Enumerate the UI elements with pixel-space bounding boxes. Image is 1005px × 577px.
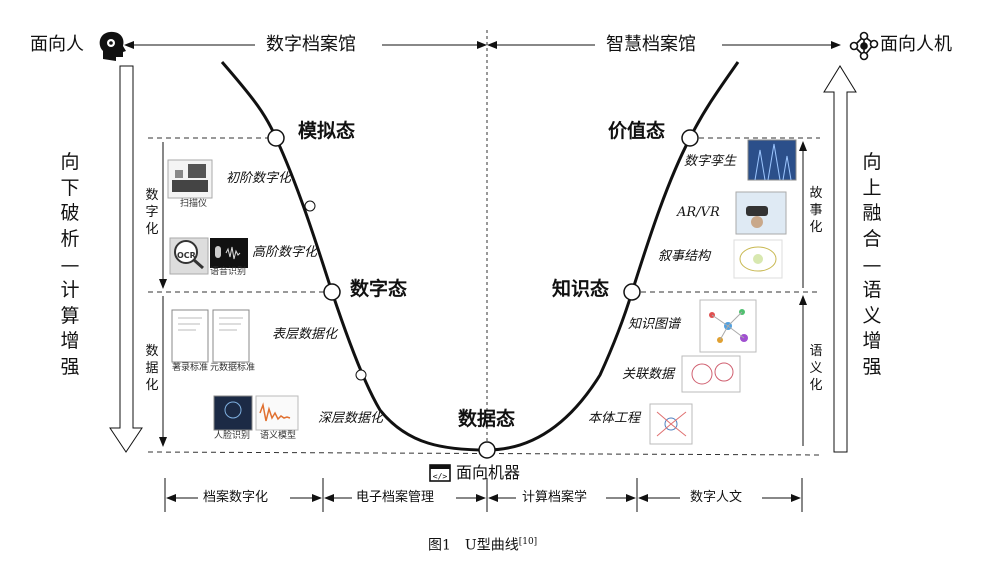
stage-initial-digitization: 初阶数字化 bbox=[226, 171, 292, 186]
stage-ontology: 本体工程 bbox=[588, 411, 641, 426]
bracket-datafication: 数据化 bbox=[145, 344, 159, 393]
ontology-image bbox=[649, 403, 693, 445]
caption-semantic-model: 语义模型 bbox=[260, 431, 297, 441]
segment-electronic-records: 电子档案管理 bbox=[356, 490, 435, 505]
stage-narrative: 叙事结构 bbox=[658, 249, 711, 264]
code-window-icon: </> bbox=[429, 464, 451, 482]
stage-digital-twin: 数字孪生 bbox=[684, 154, 737, 169]
digital-twin-image bbox=[747, 139, 797, 181]
bracket-semantic: 语义化 bbox=[809, 344, 823, 393]
state-digital: 数字态 bbox=[350, 278, 408, 300]
digital-node bbox=[323, 283, 341, 301]
right-audience-label: 面向人机 bbox=[880, 34, 952, 55]
knowledge-graph-image bbox=[699, 299, 757, 353]
segment-archive-digitization: 档案数字化 bbox=[203, 490, 269, 505]
caption-meta-standard: 元数据标准 bbox=[210, 363, 256, 373]
narrative-image bbox=[733, 239, 783, 279]
data-node bbox=[478, 441, 496, 459]
face-recognition-image bbox=[213, 395, 299, 431]
segment-digital-humanities: 数字人文 bbox=[690, 490, 743, 505]
machine-label: 面向机器 bbox=[456, 463, 521, 482]
knowledge-node bbox=[623, 283, 641, 301]
left-arrow-text: 向下破 析—计 算增强 bbox=[60, 151, 80, 379]
caption-speech: 语音识别 bbox=[210, 267, 247, 277]
right-section-title: 智慧档案馆 bbox=[606, 34, 696, 55]
bracket-storytelling: 故事化 bbox=[809, 186, 823, 235]
mid-node-left-lower bbox=[355, 369, 367, 381]
speech-image bbox=[210, 238, 248, 268]
left-section-title: 数字档案馆 bbox=[266, 34, 356, 55]
scanner-image bbox=[167, 159, 213, 199]
mid-node-left-upper bbox=[304, 200, 316, 212]
state-data: 数据态 bbox=[458, 408, 516, 430]
bracket-digitization: 数字化 bbox=[145, 188, 159, 237]
left-audience-label: 面向人 bbox=[30, 34, 84, 55]
value-node bbox=[681, 129, 699, 147]
caption-ocr: OCR bbox=[177, 251, 196, 260]
state-knowledge: 知识态 bbox=[552, 278, 610, 300]
ocr-image bbox=[169, 237, 209, 275]
analog-node bbox=[267, 129, 285, 147]
ar-vr-image bbox=[735, 191, 787, 235]
left-down-arrow bbox=[109, 65, 143, 453]
network-icon bbox=[849, 31, 879, 61]
caption-face-recognition: 人脸识别 bbox=[214, 431, 251, 441]
stage-linked-data: 关联数据 bbox=[622, 367, 675, 382]
metadata-doc-image bbox=[171, 309, 250, 363]
right-up-arrow bbox=[823, 65, 857, 453]
caption-scanner: 扫描仪 bbox=[180, 199, 208, 209]
state-value: 价值态 bbox=[608, 120, 666, 142]
state-analog: 模拟态 bbox=[298, 120, 356, 142]
linked-data-image bbox=[681, 355, 741, 393]
head-gear-icon bbox=[99, 31, 126, 61]
stage-surface-datafication: 表层数据化 bbox=[272, 327, 338, 342]
stage-ar-vr: AR/VR bbox=[677, 205, 720, 220]
figure-caption: 图1 U型曲线[10] bbox=[428, 538, 537, 553]
figure-caption-text: 图1 U型曲线 bbox=[428, 537, 519, 554]
right-arrow-text: 向上融 合—语 义增强 bbox=[862, 151, 882, 379]
stage-knowledge-graph: 知识图谱 bbox=[628, 317, 681, 332]
svg-text:</>: </> bbox=[433, 472, 448, 481]
stage-advanced-digitization: 高阶数字化 bbox=[252, 245, 318, 260]
caption-metadata-standard: 著录标准 bbox=[172, 363, 209, 373]
figure-caption-ref: [10] bbox=[518, 537, 538, 547]
segment-computational-archival: 计算档案学 bbox=[522, 490, 588, 505]
stage-deep-datafication: 深层数据化 bbox=[318, 411, 384, 426]
